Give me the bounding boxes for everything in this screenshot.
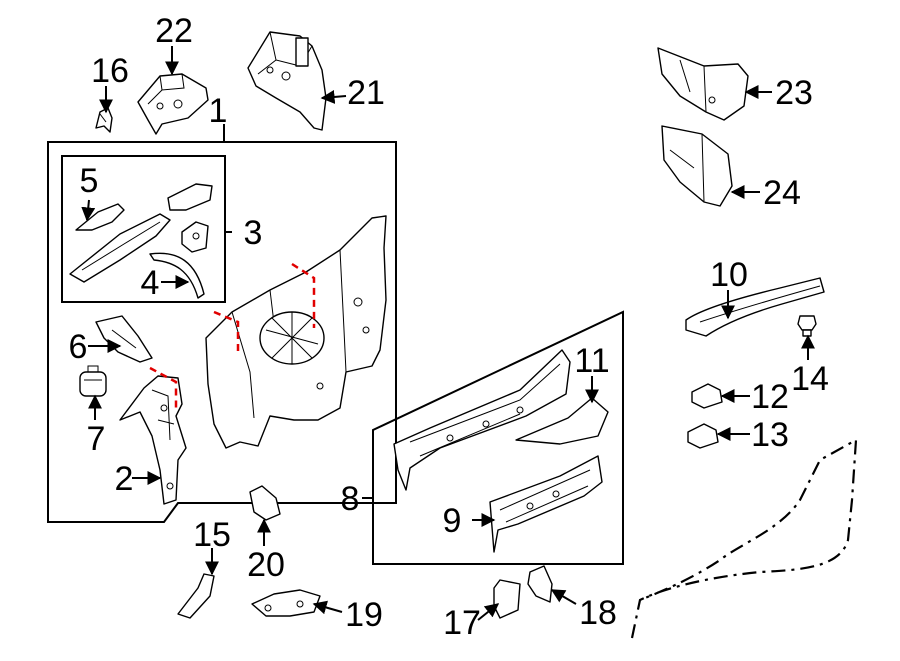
part-10-curved-rail <box>685 277 825 337</box>
fender-outline <box>630 438 858 639</box>
assembly-box-1 <box>47 141 397 523</box>
part-12-pad <box>691 383 723 409</box>
callout-22: 22 <box>155 12 193 50</box>
part-24-extension <box>661 125 733 207</box>
subassembly-box-3 <box>61 155 226 303</box>
leader-lines <box>81 46 815 621</box>
part-20-bracket <box>249 485 281 521</box>
callout-16: 16 <box>91 52 129 90</box>
part-8-side-rail <box>393 349 571 491</box>
callout-9: 9 <box>443 502 462 540</box>
part-16-bracket <box>95 107 113 133</box>
part-23-extension <box>657 47 749 121</box>
callout-19: 19 <box>345 596 383 634</box>
callout-21: 21 <box>347 74 385 112</box>
part-18-bracket <box>527 565 553 603</box>
callout-8: 8 <box>341 480 360 518</box>
callout-12: 12 <box>751 378 789 416</box>
callout-18: 18 <box>579 594 617 632</box>
part-19-bracket <box>251 589 321 617</box>
part-2-pillar <box>119 375 187 505</box>
part-13-pad <box>687 423 719 449</box>
cut-lines <box>149 262 316 410</box>
callout-14: 14 <box>791 360 829 398</box>
callout-6: 6 <box>69 328 88 366</box>
part-14-bolt <box>797 315 817 337</box>
part-4-strap <box>149 252 205 299</box>
part-15-strap <box>177 573 215 619</box>
part-5-strip <box>75 203 125 231</box>
callout-20: 20 <box>247 546 285 584</box>
callout-10: 10 <box>710 256 748 294</box>
callout-7: 7 <box>87 420 106 458</box>
callout-24: 24 <box>763 174 801 212</box>
part-11-gusset <box>515 397 609 445</box>
part-9-lower-rail <box>489 455 603 553</box>
part-6-panel <box>95 315 153 363</box>
callout-2: 2 <box>115 460 134 498</box>
callout-17: 17 <box>443 604 481 642</box>
callout-4: 4 <box>141 264 160 302</box>
callout-labels: 1 2 3 4 5 6 7 8 9 10 11 12 13 14 15 16 1… <box>69 12 829 642</box>
callout-11: 11 <box>574 342 609 380</box>
callout-3: 3 <box>244 214 263 252</box>
part-3-upper-rail <box>69 183 213 283</box>
part-21-apron-bracket <box>247 31 327 131</box>
assembly-box-8 <box>372 310 624 565</box>
callout-23: 23 <box>775 74 813 112</box>
callout-13: 13 <box>751 416 789 454</box>
part-1-apron-assembly <box>205 215 387 449</box>
part-7-mount <box>79 365 107 397</box>
callout-5: 5 <box>80 162 99 200</box>
part-17-bracket <box>493 579 521 619</box>
callout-15: 15 <box>193 516 231 554</box>
callout-1: 1 <box>209 92 228 130</box>
part-22-mount-plate <box>137 73 209 135</box>
